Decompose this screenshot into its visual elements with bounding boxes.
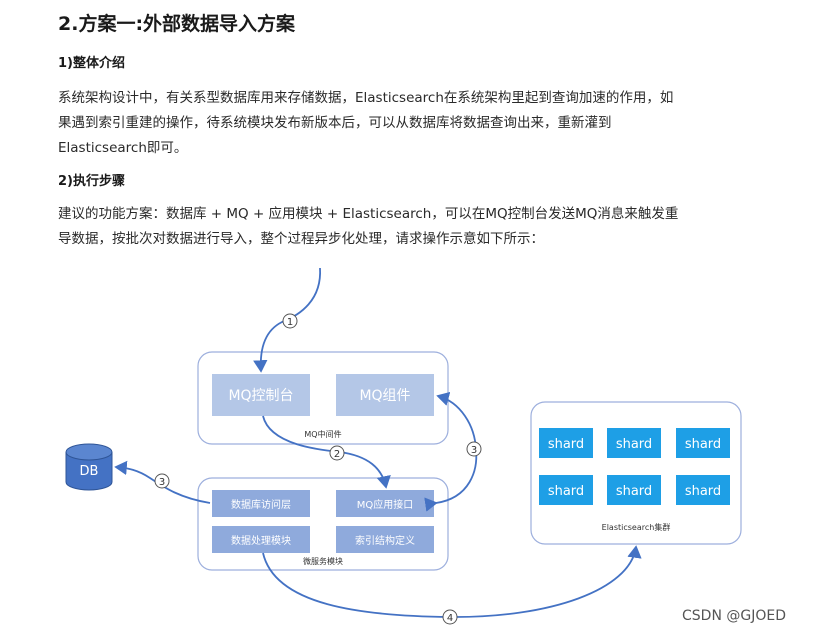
mq-console-label: MQ控制台 [228,388,293,404]
watermark: CSDN @GJOED [682,608,786,624]
shard-3[interactable] [676,428,730,458]
intro-line-1: 系统架构设计中，有关系型数据库用来存储数据，Elasticsearch在系统架构… [58,90,674,106]
svg-text:1: 1 [287,317,293,328]
data-processing-label: 数据处理模块 [231,534,291,547]
shard-6[interactable] [676,475,730,505]
step-2-marker: 2 [329,445,345,461]
svg-text:3: 3 [159,477,165,488]
intro-title: 1)整体介绍 [58,56,125,71]
intro-line-3: Elasticsearch即可。 [58,140,188,156]
mq-component-label: MQ组件 [359,388,410,404]
shard-3-label: shard [685,437,721,452]
db-label: DB [80,464,99,479]
flow-arrow-3-left [114,460,211,504]
section-heading: 2.方案一:外部数据导入方案 [58,13,296,35]
step-4-marker: 4 [442,609,458,625]
db-cylinder[interactable]: DB [65,443,113,491]
shard-1-label: shard [548,437,584,452]
steps-title: 2)执行步骤 [58,174,125,189]
shard-2[interactable] [607,428,661,458]
svg-text:3: 3 [471,445,477,456]
step-3-marker-left: 3 [154,473,170,489]
index-def-box[interactable] [336,526,434,553]
intro-paragraph: 系统架构设计中，有关系型数据库用来存储数据，Elasticsearch在系统架构… [58,86,758,161]
shard-5-label: shard [616,484,652,499]
shard-4-label: shard [548,484,584,499]
steps-line-1: 建议的功能方案：数据库 + MQ + 应用模块 + Elasticsearch，… [58,206,679,222]
intro-line-2: 果遇到索引重建的操作，待系统模块发布新版本后，可以从数据库将数据查询出来，重新灌… [58,115,612,131]
shard-5[interactable] [607,475,661,505]
shard-grid: shard shard shard shard shard shard [539,428,730,505]
svg-text:2: 2 [334,449,340,460]
mq-middleware-label: MQ中间件 [304,429,341,439]
svg-text:4: 4 [447,613,453,624]
mq-app-api-label: MQ应用接口 [357,498,414,511]
shard-4[interactable] [539,475,593,505]
db-access-box[interactable] [212,490,310,517]
step-3-marker-right: 3 [466,441,482,457]
mq-console-box[interactable] [212,374,310,416]
shard-6-label: shard [685,484,721,499]
db-access-label: 数据库访问层 [231,498,291,511]
data-processing-box[interactable] [212,526,310,553]
flow-arrow-1 [253,267,321,373]
shard-2-label: shard [616,437,652,452]
step-1-marker: 1 [282,313,298,329]
steps-line-2: 导数据，按批次对数据进行导入，整个过程异步化处理，请求操作示意如下所示： [58,231,544,247]
index-def-label: 索引结构定义 [355,534,415,547]
shard-1[interactable] [539,428,593,458]
steps-paragraph: 建议的功能方案：数据库 + MQ + 应用模块 + Elasticsearch，… [58,202,758,252]
mq-app-api-box[interactable] [336,490,434,517]
mq-component-box[interactable] [336,374,434,416]
es-cluster-label: Elasticsearch集群 [602,522,671,532]
microservice-label: 微服务模块 [303,556,343,566]
